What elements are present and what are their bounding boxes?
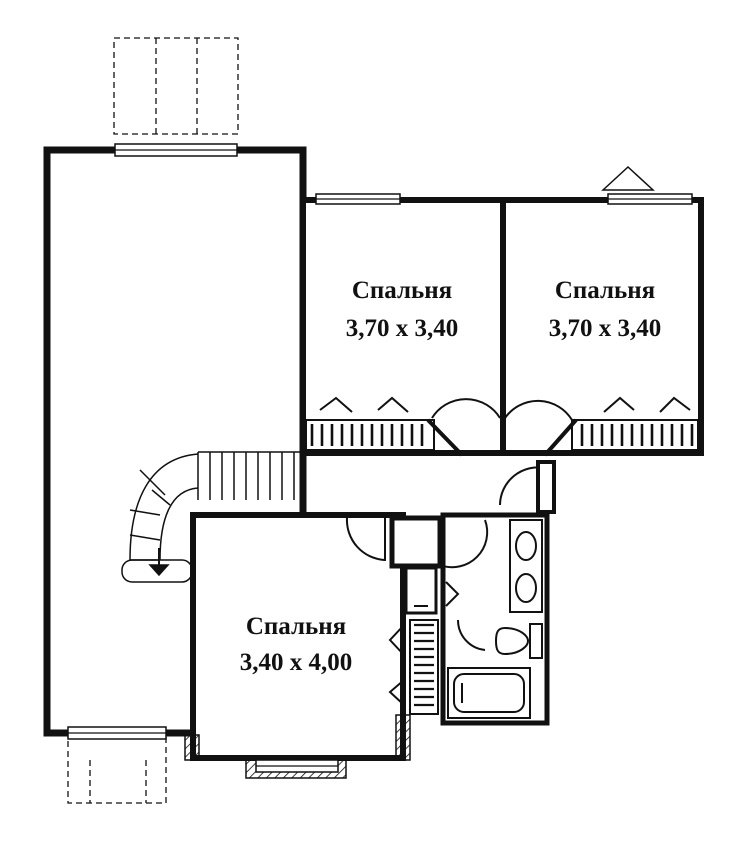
bedroom-2-name: Спальня [555,277,655,304]
wardrobe-bedroom-2 [543,396,699,457]
balcony-bottom-dashed [67,734,167,804]
staircase [121,451,303,583]
bedroom-1-size: 3,70 x 3,40 [346,315,459,342]
bedroom-3-walls [184,512,411,779]
window-top-left [114,143,238,157]
hall-doors [431,398,573,514]
wardrobe-bedroom-1 [305,396,464,457]
bedroom-3-label: Спальня 3,40 x 4,00 [240,613,353,676]
bedroom-1-label: Спальня 3,70 x 3,40 [346,277,459,342]
bedroom-1-walls [300,193,506,456]
closets [388,515,489,715]
bedroom-2-walls [500,165,704,456]
bedroom-2-size: 3,70 x 3,40 [549,315,662,342]
bedroom-3-door [345,517,386,562]
bedroom-1-name: Спальня [352,277,452,304]
bedroom-3-name: Спальня [246,613,346,640]
balcony-top-dashed [113,37,239,135]
bedroom-3-size: 3,40 x 4,00 [240,649,353,676]
window-bottom-left [67,726,167,740]
bathroom [440,512,550,726]
bedroom-2-label: Спальня 3,70 x 3,40 [549,277,662,342]
